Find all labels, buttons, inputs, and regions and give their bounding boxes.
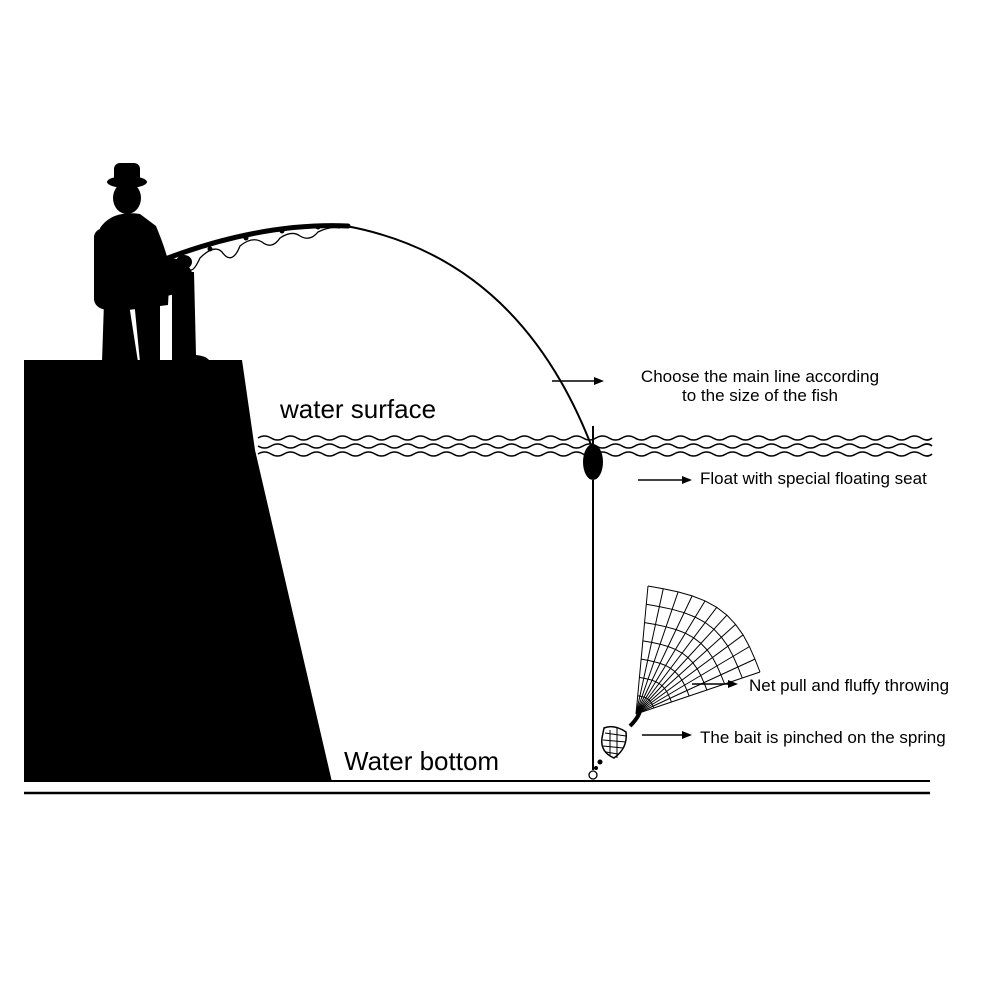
bait-label: The bait is pinched on the spring	[700, 728, 946, 747]
net-rib	[635, 623, 736, 715]
main-line-label-line2: to the size of the fish	[682, 386, 838, 405]
float-label: Float with special floating seat	[700, 469, 927, 488]
net-rib	[635, 600, 706, 715]
net-rib	[635, 634, 744, 715]
net-rib	[635, 595, 693, 715]
net-thread	[647, 585, 761, 673]
fishing-rod	[147, 223, 351, 271]
arrow-right-icon	[692, 680, 738, 688]
net-rib	[635, 671, 761, 715]
net-thread	[646, 603, 743, 679]
wave-line	[257, 435, 933, 441]
water-bottom-label: Water bottom	[344, 746, 499, 776]
water-surface-label: water surface	[279, 394, 436, 424]
net-thread	[641, 658, 690, 697]
arrow-right-icon	[552, 377, 604, 385]
net-rib	[635, 606, 718, 715]
pier-silhouette	[24, 360, 332, 782]
net-rib	[635, 585, 649, 715]
main-line-label-line1: Choose the main line according	[641, 367, 879, 386]
net-rib	[635, 614, 728, 715]
net-rib	[635, 591, 679, 715]
net-rib	[635, 588, 664, 715]
net-thread	[637, 695, 655, 709]
net-thread	[642, 640, 708, 691]
fishing-net-icon	[635, 585, 761, 715]
net-thread	[644, 622, 726, 685]
bait-spring-icon	[594, 705, 643, 770]
main-line	[345, 225, 594, 451]
net-label: Net pull and fluffy throwing	[749, 676, 949, 695]
arrow-right-icon	[638, 476, 692, 484]
net-thread	[639, 676, 672, 703]
net-rib	[635, 658, 756, 715]
net-rib	[635, 646, 750, 715]
arrow-right-icon	[642, 731, 692, 739]
fisherman-silhouette	[94, 163, 210, 362]
float-icon	[583, 426, 603, 780]
